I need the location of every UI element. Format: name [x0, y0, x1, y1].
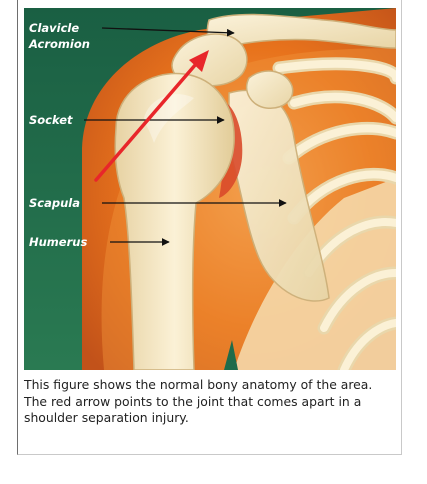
shoulder-anatomy-figure: Clavicle Acromion Socket Scapula Humerus — [24, 8, 396, 370]
shoulder-illustration: Clavicle Acromion Socket Scapula Humerus — [24, 8, 396, 370]
label-scapula: Scapula — [29, 196, 80, 210]
label-acromion: Acromion — [28, 37, 90, 51]
label-socket: Socket — [29, 113, 73, 127]
coracoid-bone — [247, 71, 293, 108]
label-humerus: Humerus — [29, 235, 87, 249]
label-clavicle: Clavicle — [29, 21, 79, 35]
figure-caption: This figure shows the normal bony anatom… — [24, 377, 389, 427]
